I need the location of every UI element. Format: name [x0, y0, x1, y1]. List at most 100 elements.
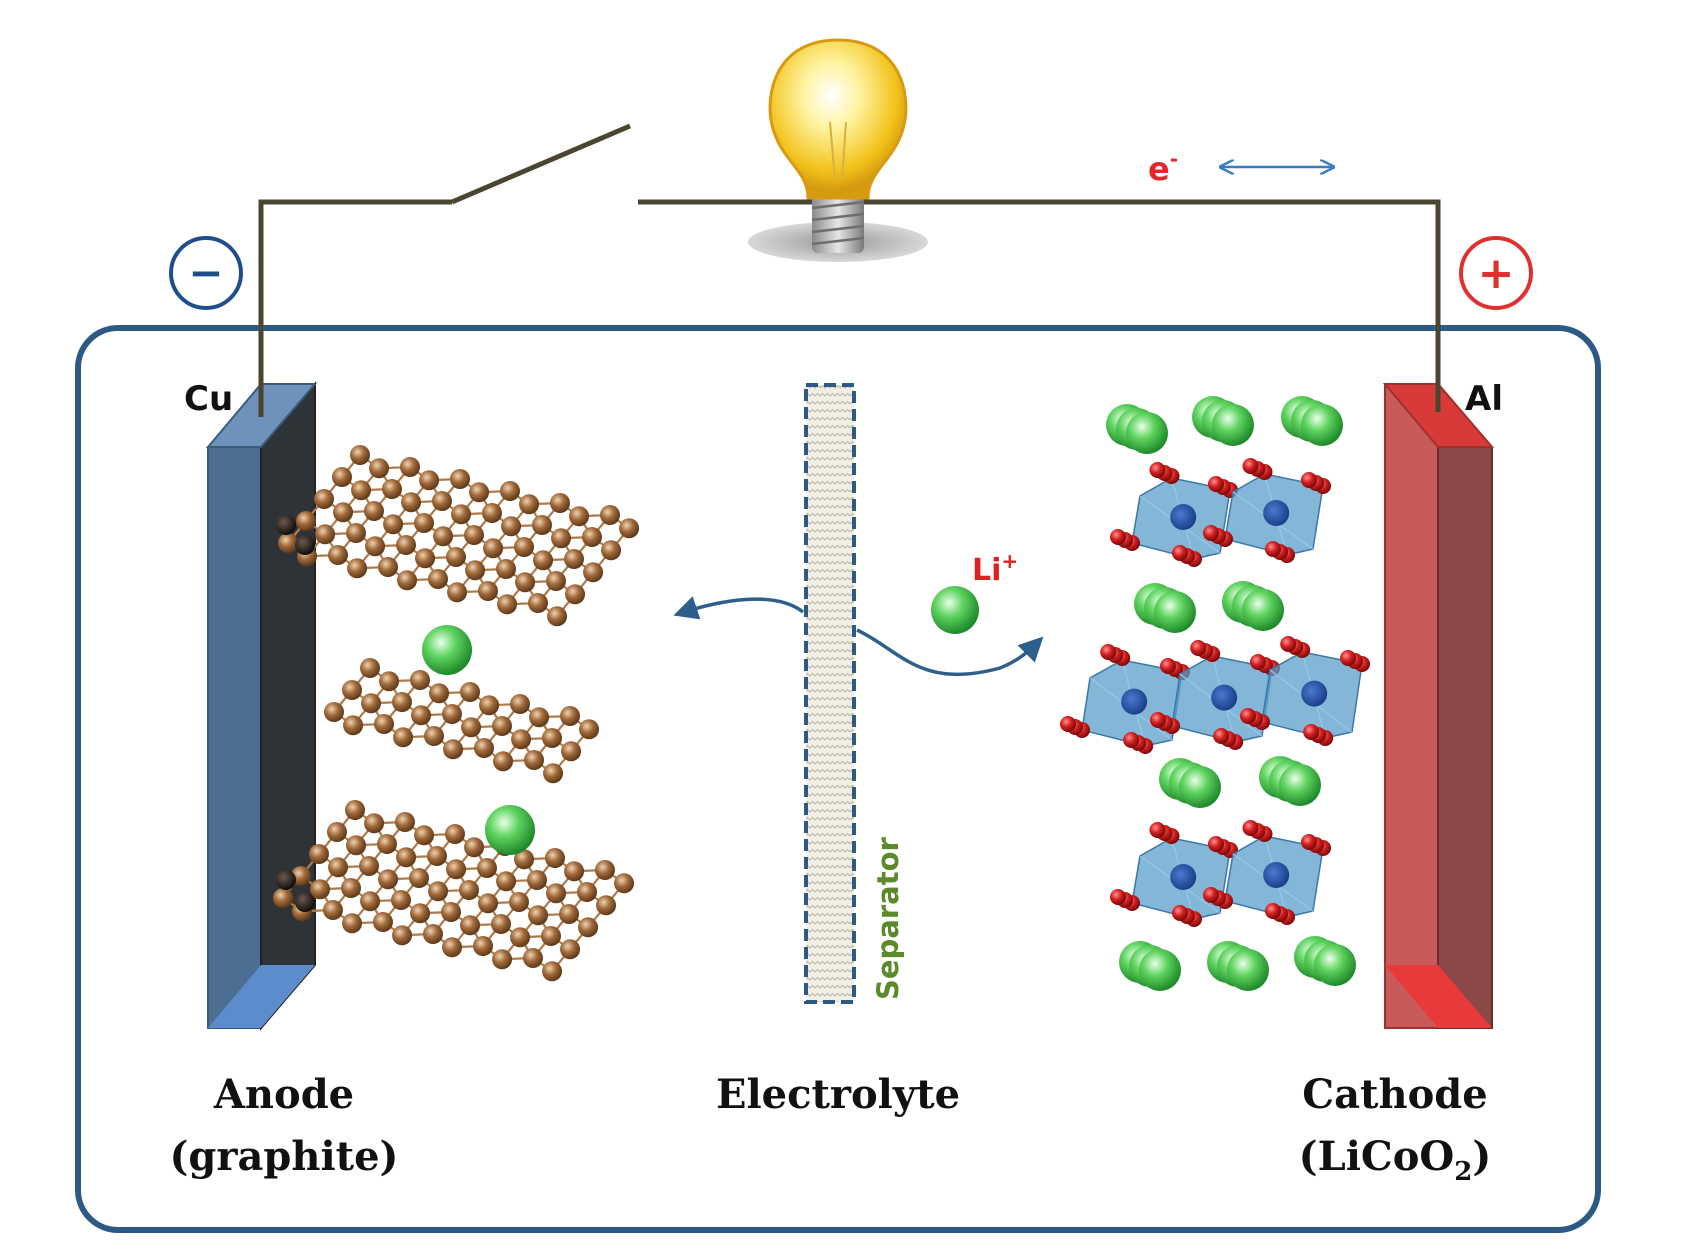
carbon-atom	[342, 913, 363, 934]
oxygen-atom	[1265, 903, 1281, 919]
carbon-atom	[560, 939, 581, 960]
carbon-atom	[378, 557, 398, 577]
oxygen-atom	[1242, 820, 1259, 836]
carbon-atom	[360, 658, 380, 678]
carbon-atom	[601, 540, 622, 561]
carbon-atom	[583, 562, 604, 583]
carbon-atom	[396, 847, 417, 868]
carbon-atom	[501, 516, 522, 537]
carbon-atom	[419, 470, 440, 491]
carbon-atom	[341, 878, 361, 898]
carbon-atom	[515, 572, 536, 593]
oxygen-atom	[1149, 822, 1166, 838]
carbon-atom	[528, 905, 549, 926]
carbon-atom	[347, 558, 368, 579]
carbon-atom	[595, 860, 615, 880]
carbon-atom	[382, 479, 402, 499]
lithium-atom	[1242, 589, 1284, 631]
carbon-atom	[491, 914, 511, 934]
lithium-atom	[1179, 766, 1221, 808]
oxygen-atom	[1213, 728, 1230, 744]
carbon-atom	[547, 606, 568, 627]
carbon-atom	[496, 559, 516, 579]
lithium-atom	[1139, 949, 1181, 991]
carbon-atom	[391, 890, 411, 910]
carbon-atom	[500, 481, 520, 501]
carbon-atom	[464, 837, 485, 858]
carbon-atom	[542, 728, 562, 748]
oxygen-atom	[1110, 889, 1126, 905]
oxygen-atom	[1208, 476, 1224, 492]
cobalt-atom	[1170, 864, 1197, 890]
cathode-material: (LiCoO2)	[1299, 1133, 1492, 1187]
carbon-atom	[441, 902, 461, 922]
carbon-atom	[410, 670, 430, 690]
carbon-atom	[395, 812, 415, 832]
carbon-atom	[600, 505, 620, 525]
oxygen-atom	[1250, 654, 1266, 670]
lithium-atom	[1279, 764, 1321, 806]
carbon-atom	[550, 493, 570, 513]
carbon-atom	[529, 707, 550, 728]
ion-label: Li+	[972, 549, 1018, 588]
oxygen-atom	[1301, 834, 1317, 850]
carbon-atom	[350, 445, 370, 465]
carbon-atom	[482, 503, 502, 523]
carbon-atom	[324, 702, 344, 722]
carbon-atom	[510, 694, 530, 714]
oxygen-atom	[1203, 887, 1219, 903]
carbon-atom	[414, 825, 435, 846]
carbon-atom	[345, 800, 365, 820]
oxygen-atom	[1280, 636, 1297, 652]
carbon-atom	[524, 750, 544, 770]
carbon-atom	[296, 511, 316, 531]
carbon-atom	[492, 949, 513, 970]
cobalt-atom	[1121, 688, 1148, 715]
carbon-atom	[328, 545, 348, 565]
carbon-atom	[346, 523, 366, 543]
carbon-atom	[327, 822, 347, 842]
carbon-atom	[569, 506, 590, 527]
ion-arrow-left	[673, 596, 805, 620]
carbon-atom	[619, 518, 640, 539]
carbon-atom	[527, 870, 547, 890]
carbon-atom	[393, 727, 414, 748]
lithium-atom	[485, 805, 535, 855]
carbon-atom	[360, 891, 381, 912]
light-bulb-icon	[748, 38, 928, 262]
switch-icon[interactable]	[451, 123, 631, 205]
lithium-atom	[1314, 944, 1356, 986]
oxygen-atom	[1301, 472, 1317, 488]
carbon-atom	[464, 525, 484, 545]
carbon-atom	[477, 858, 497, 878]
carbon-atom	[429, 683, 450, 704]
carbon-atom	[465, 560, 486, 581]
cobalt-atom	[1211, 684, 1238, 711]
carbon-atom	[343, 715, 364, 736]
carbon-atom	[424, 726, 444, 746]
carbon-atom	[427, 846, 447, 866]
electrolyte-label: Electrolyte	[716, 1071, 960, 1118]
licoo2-structure	[1060, 396, 1370, 991]
carbon-atom	[442, 937, 463, 958]
carbon-atom	[560, 706, 580, 726]
anode-collector-label: Cu	[184, 379, 233, 419]
carbon-atom	[364, 501, 384, 521]
cobalt-atom	[1263, 862, 1290, 888]
carbon-atom	[369, 458, 390, 479]
wire-right	[638, 199, 1441, 412]
ion-arrow-right	[856, 628, 1044, 677]
carbon-atom	[478, 581, 498, 601]
carbon-atom	[514, 537, 534, 557]
carbon-atom	[533, 550, 554, 571]
carbon-atom	[310, 879, 331, 900]
carbon-atom	[383, 514, 404, 535]
carbon-atom	[519, 494, 540, 515]
carbon-atom	[433, 526, 454, 547]
carbon-atom	[542, 961, 563, 982]
coo6-octahedron	[1203, 458, 1331, 563]
electron-charge: -	[1170, 147, 1178, 171]
separator	[804, 383, 856, 1004]
carbon-atom	[315, 524, 336, 545]
carbon-atom	[443, 739, 464, 760]
